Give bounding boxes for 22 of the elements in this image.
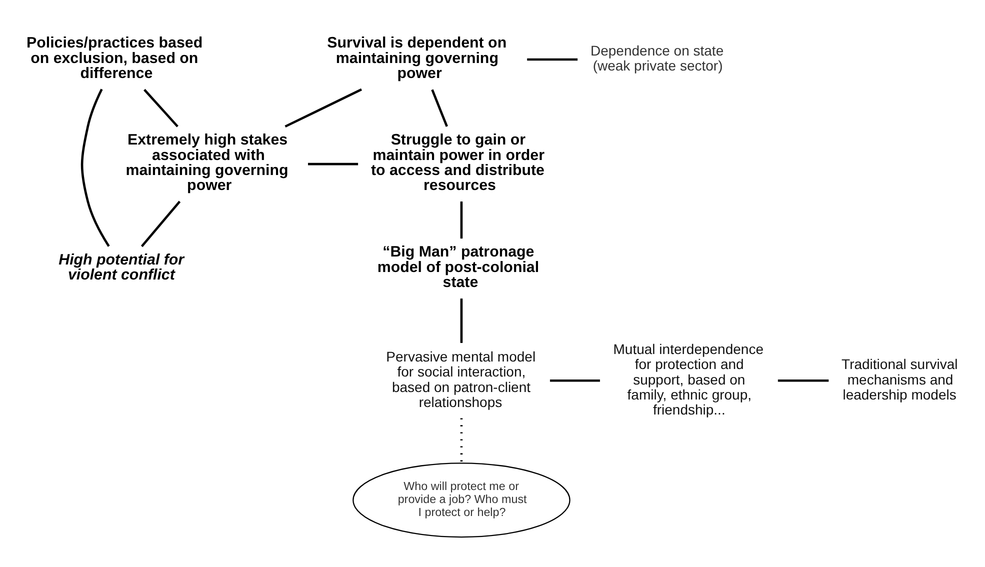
connector: [143, 88, 178, 128]
node-text: Pervasive mental model for social interaction, based on patron-client relationshops: [386, 348, 536, 410]
node-text: Policies/practices based on exclusion, based on difference: [26, 34, 202, 82]
node-text: Survival is dependent on maintaining governing power: [326, 34, 506, 82]
connector: [460, 298, 462, 343]
connector: [284, 88, 362, 128]
node-ellipse: Who will protect me or provide a job? Who must I protect or help?: [352, 462, 570, 538]
connector: [777, 379, 828, 382]
node-text: Struggle to gain or maintain power in order to access and distribute resources: [370, 132, 544, 194]
node-text: Mutual interdependence for protection and support, based on family, ethnic group, friendship...: [612, 340, 764, 418]
node-text: Dependence on state (weak private sector): [590, 42, 724, 74]
connector: [460, 202, 462, 239]
connector: [526, 58, 578, 61]
node-text: “Big Man” patronage model of post-colonial state: [376, 244, 539, 292]
connector: [549, 379, 600, 382]
connector: [430, 89, 448, 127]
node-text: Extremely high stakes associated with maintaining governing power: [125, 132, 288, 194]
connector: [308, 162, 358, 166]
connector: [80, 88, 110, 247]
node-text: High potential for violent conflict: [58, 251, 184, 284]
node-text: Traditional survival mechanisms and leadership models: [841, 356, 958, 402]
connector: [140, 200, 180, 248]
